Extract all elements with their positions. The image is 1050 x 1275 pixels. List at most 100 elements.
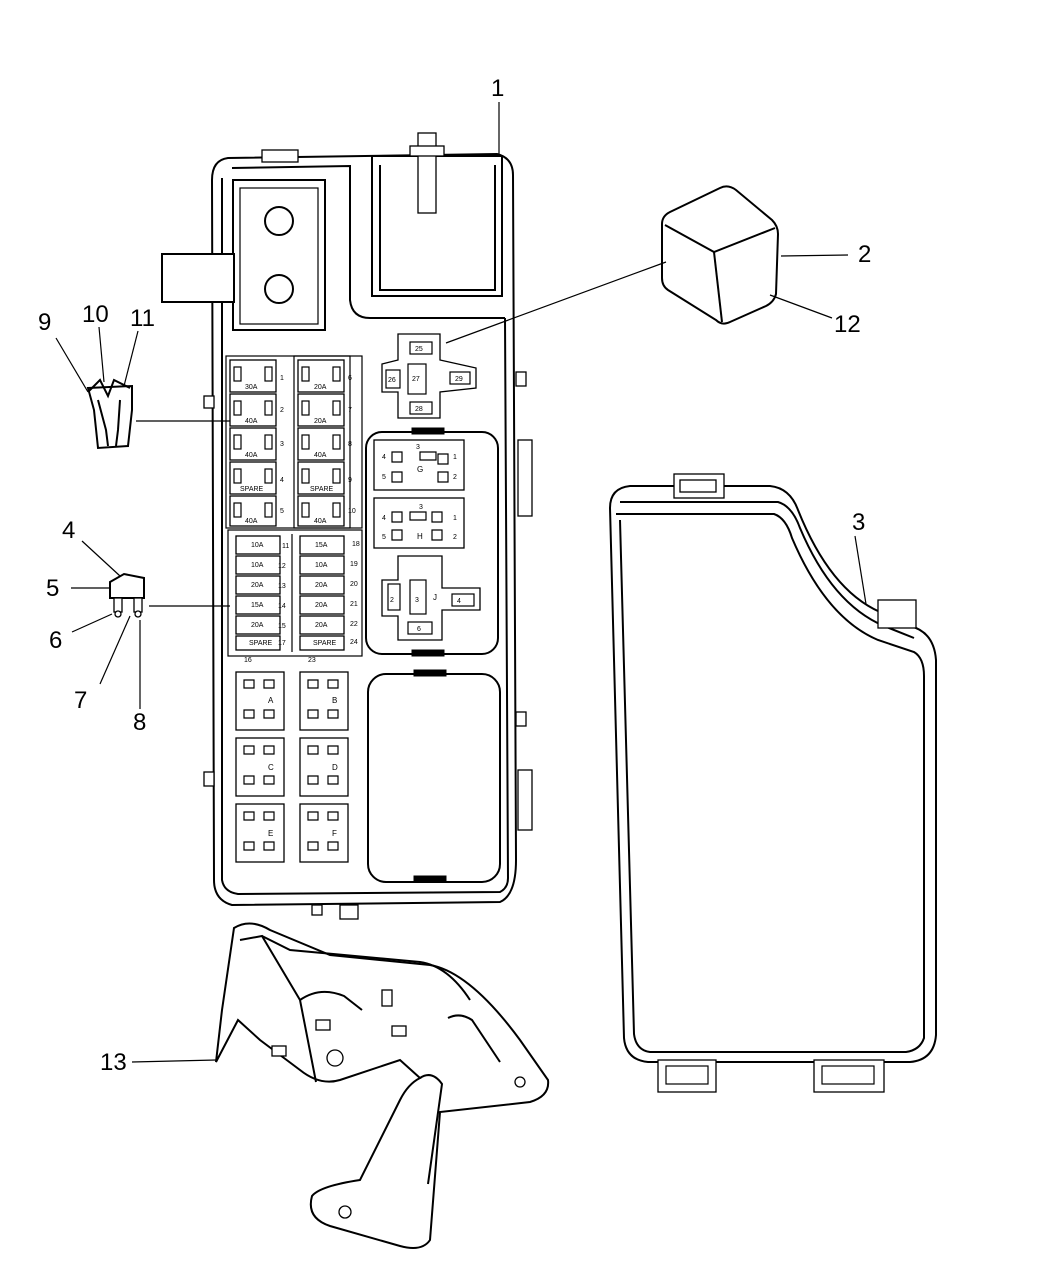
relay-socket-g: 4 3 1 5 2 G [373, 439, 465, 491]
svg-text:H: H [417, 532, 423, 541]
svg-text:25: 25 [415, 346, 423, 353]
svg-text:J: J [433, 593, 437, 602]
svg-text:20A: 20A [251, 622, 264, 629]
fuse-puller [86, 378, 133, 450]
svg-text:15A: 15A [315, 542, 328, 549]
relay-socket-d: D [299, 737, 349, 797]
svg-text:12: 12 [278, 563, 286, 570]
svg-text:10A: 10A [315, 562, 328, 569]
svg-text:SPARE: SPARE [249, 640, 273, 647]
relay-socket-f: F [299, 803, 349, 863]
relay-bay: 4 3 1 5 2 G 4 3 1 5 2 H 2 3 J 4 6 [365, 427, 499, 657]
svg-text:4: 4 [457, 598, 461, 605]
svg-text:19: 19 [350, 561, 358, 568]
callout-12: 12 [834, 311, 861, 338]
empty-bay [367, 669, 501, 883]
callout-9: 9 [38, 309, 51, 336]
relay-sockets-a-f: A B C D E F [235, 671, 349, 863]
svg-text:20A: 20A [251, 582, 264, 589]
svg-text:9: 9 [348, 477, 352, 484]
svg-text:22: 22 [350, 621, 358, 628]
svg-text:C: C [268, 763, 274, 772]
svg-text:SPARE: SPARE [310, 486, 334, 493]
svg-text:7: 7 [348, 407, 352, 414]
svg-text:F: F [332, 829, 337, 838]
svg-text:10A: 10A [251, 562, 264, 569]
svg-text:20: 20 [350, 581, 358, 588]
svg-text:13: 13 [278, 583, 286, 590]
svg-text:3: 3 [419, 504, 423, 511]
callout-labels: 1 2 3 4 5 6 7 8 9 10 11 12 13 [38, 75, 871, 1076]
svg-text:1: 1 [453, 515, 457, 522]
mini-fuse-column-left: 10A 11 10A 12 20A 13 15A 14 20A 15 SPARE 17 [235, 535, 289, 651]
maxi-fuse: SPARE 9 [297, 461, 352, 495]
svg-text:2: 2 [453, 534, 457, 541]
svg-text:40A: 40A [245, 452, 258, 459]
svg-text:2: 2 [390, 597, 394, 604]
maxi-fuse: 40A 3 [229, 427, 284, 461]
svg-text:A: A [268, 696, 274, 705]
svg-text:24: 24 [350, 639, 358, 646]
svg-text:40A: 40A [314, 518, 327, 525]
svg-text:11: 11 [282, 543, 289, 550]
svg-text:E: E [268, 829, 273, 838]
svg-text:4: 4 [280, 477, 284, 484]
relay-socket-h: 4 3 1 5 2 H [373, 497, 465, 549]
callout-6: 6 [49, 627, 62, 654]
svg-text:3: 3 [280, 441, 284, 448]
svg-text:16: 16 [244, 657, 252, 664]
svg-text:20A: 20A [315, 622, 328, 629]
svg-text:30A: 30A [245, 384, 258, 391]
svg-text:20A: 20A [315, 602, 328, 609]
svg-text:14: 14 [278, 603, 286, 610]
svg-text:23: 23 [308, 657, 316, 664]
callout-5: 5 [46, 575, 59, 602]
svg-text:28: 28 [415, 406, 423, 413]
relay-socket-b: B [299, 671, 349, 731]
relay-socket-top: 25 26 27 29 28 [381, 333, 477, 419]
callout-10: 10 [82, 301, 109, 328]
svg-text:10: 10 [348, 508, 356, 515]
maxi-fuse: SPARE 4 [229, 461, 284, 495]
mini-fuse-block: 10A 11 10A 12 20A 13 15A 14 20A 15 SPARE 17 15… [235, 535, 360, 664]
maxi-fuse: 20A 6 [297, 359, 352, 393]
svg-text:1: 1 [280, 375, 284, 382]
svg-text:40A: 40A [245, 518, 258, 525]
svg-text:3: 3 [415, 597, 419, 604]
svg-text:29: 29 [455, 376, 463, 383]
svg-text:G: G [417, 465, 423, 474]
leader-lines [55, 102, 867, 1063]
relay-socket-j: 2 3 J 4 6 [381, 555, 481, 641]
svg-text:26: 26 [388, 377, 396, 384]
maxi-fuse: 40A 10 [297, 495, 356, 527]
svg-text:8: 8 [348, 441, 352, 448]
callout-2: 2 [858, 241, 871, 268]
maxi-fuse: 30A 1 [229, 359, 284, 393]
svg-text:5: 5 [382, 474, 386, 481]
svg-text:2: 2 [453, 474, 457, 481]
svg-text:17: 17 [278, 640, 286, 647]
callout-8: 8 [133, 709, 146, 736]
svg-text:40A: 40A [245, 418, 258, 425]
svg-text:10A: 10A [251, 542, 264, 549]
svg-text:20A: 20A [314, 384, 327, 391]
svg-text:4: 4 [382, 454, 386, 461]
svg-text:1: 1 [453, 454, 457, 461]
svg-text:20A: 20A [315, 582, 328, 589]
svg-text:15A: 15A [251, 602, 264, 609]
svg-text:21: 21 [350, 601, 358, 608]
svg-text:SPARE: SPARE [240, 486, 264, 493]
callout-11: 11 [130, 305, 155, 332]
svg-text:18: 18 [352, 541, 360, 548]
svg-text:27: 27 [412, 376, 420, 383]
svg-text:6: 6 [348, 375, 352, 382]
callout-13: 13 [100, 1049, 127, 1076]
svg-text:15: 15 [278, 623, 286, 630]
svg-text:5: 5 [280, 508, 284, 515]
